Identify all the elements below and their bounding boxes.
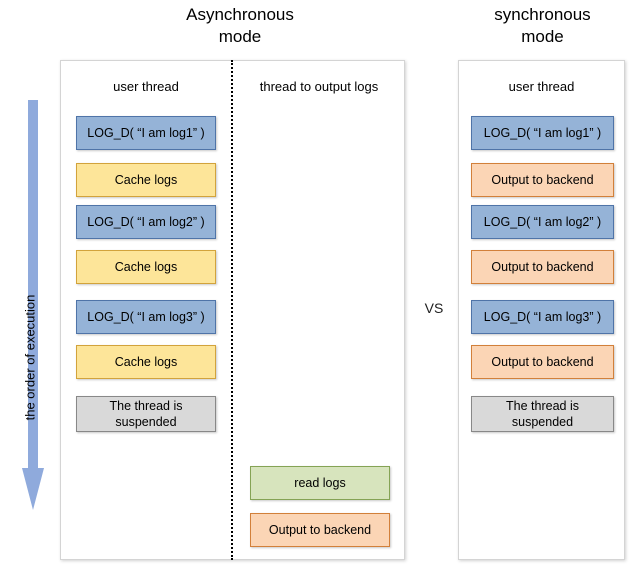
async-step-log1[interactable]: LOG_D( “I am log1” ) bbox=[76, 116, 216, 150]
order-of-execution-arrow: the order of execution bbox=[22, 100, 44, 510]
async-step-read-logs[interactable]: read logs bbox=[250, 466, 390, 500]
async-step-log2[interactable]: LOG_D( “I am log2” ) bbox=[76, 205, 216, 239]
async-step-log3[interactable]: LOG_D( “I am log3” ) bbox=[76, 300, 216, 334]
async-step-cache-logs-1[interactable]: Cache logs bbox=[76, 163, 216, 197]
sync-user-thread-header: user thread bbox=[508, 79, 575, 94]
async-output-thread-header: thread to output logs bbox=[259, 79, 379, 94]
async-step-cache-logs-2[interactable]: Cache logs bbox=[76, 250, 216, 284]
async-step-cache-logs-3[interactable]: Cache logs bbox=[76, 345, 216, 379]
sync-step-output-to-backend-2[interactable]: Output to backend bbox=[471, 250, 614, 284]
thread-divider bbox=[231, 60, 233, 560]
vs-label: VS bbox=[424, 300, 444, 316]
arrow-head-icon bbox=[22, 468, 44, 510]
order-of-execution-label: the order of execution bbox=[22, 294, 38, 421]
sync-step-output-to-backend-3[interactable]: Output to backend bbox=[471, 345, 614, 379]
sync-step-output-to-backend-1[interactable]: Output to backend bbox=[471, 163, 614, 197]
sync-step-log1[interactable]: LOG_D( “I am log1” ) bbox=[471, 116, 614, 150]
async-step-output-to-backend[interactable]: Output to backend bbox=[250, 513, 390, 547]
sync-mode-title: synchronous mode bbox=[494, 5, 591, 46]
sync-step-log2[interactable]: LOG_D( “I am log2” ) bbox=[471, 205, 614, 239]
sync-step-log3[interactable]: LOG_D( “I am log3” ) bbox=[471, 300, 614, 334]
async-step-thread-suspended[interactable]: The thread is suspended bbox=[76, 396, 216, 432]
async-mode-title: Asynchronous mode bbox=[186, 5, 294, 46]
async-user-thread-header: user thread bbox=[113, 79, 179, 94]
sync-step-thread-suspended[interactable]: The thread is suspended bbox=[471, 396, 614, 432]
arrow-shaft bbox=[28, 100, 38, 472]
